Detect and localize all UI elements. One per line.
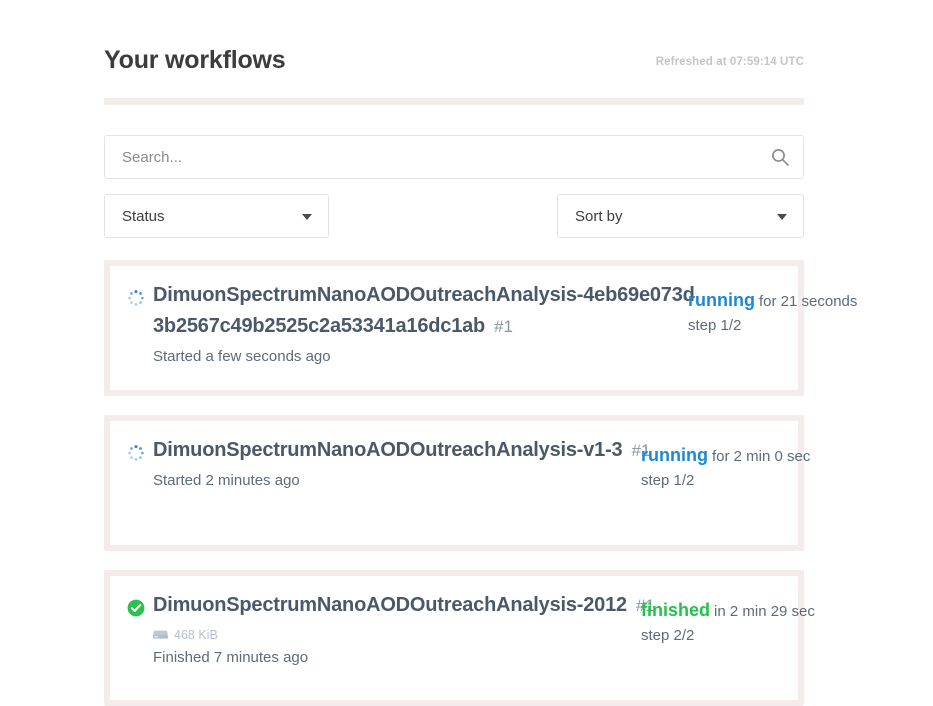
- workflow-name[interactable]: DimuonSpectrumNanoAODOutreachAnalysis-20…: [153, 594, 627, 616]
- sort-by-label: Sort by: [575, 208, 623, 225]
- workflow-run-number: #1: [635, 596, 655, 615]
- refreshed-timestamp: Refreshed at 07:59:14 UTC: [655, 56, 804, 68]
- search-bar: [104, 135, 804, 179]
- search-input[interactable]: [104, 135, 804, 179]
- status-duration: in 2 min 29 sec: [714, 603, 815, 620]
- sort-by-select[interactable]: Sort by: [557, 194, 804, 238]
- disk-icon: [153, 630, 168, 639]
- check-circle-icon: [127, 599, 145, 617]
- workflow-card[interactable]: DimuonSpectrumNanoAODOutreachAnalysis-v1…: [104, 415, 810, 551]
- workflow-list: DimuonSpectrumNanoAODOutreachAnalysis-4e…: [104, 260, 857, 706]
- workflow-title-line: DimuonSpectrumNanoAODOutreachAnalysis-v1…: [153, 435, 698, 466]
- status-badge: running: [688, 290, 755, 310]
- workflow-disk-usage: 468 KiB: [153, 626, 798, 643]
- status-filter-select[interactable]: Status: [104, 194, 329, 238]
- workflow-card[interactable]: DimuonSpectrumNanoAODOutreachAnalysis-20…: [104, 570, 815, 706]
- status-duration: for 2 min 0 sec: [711, 448, 811, 465]
- workflow-name[interactable]: DimuonSpectrumNanoAODOutreachAnalysis-4e…: [153, 284, 695, 337]
- workflow-timestamp: Started a few seconds ago: [153, 348, 331, 365]
- workflow-run-number: #1: [631, 441, 651, 460]
- chevron-down-icon[interactable]: [777, 214, 787, 220]
- workflow-title-line: DimuonSpectrumNanoAODOutreachAnalysis-20…: [153, 590, 698, 621]
- workflow-details: DimuonSpectrumNanoAODOutreachAnalysis-4e…: [110, 280, 798, 367]
- workflow-run-number: #1: [494, 317, 513, 336]
- status-badge: finished: [641, 600, 711, 620]
- workflow-timestamp: Started 2 minutes ago: [153, 472, 300, 489]
- status-step: step 1/2: [688, 317, 742, 334]
- workflow-details: DimuonSpectrumNanoAODOutreachAnalysis-v1…: [110, 435, 798, 491]
- workflow-title-line: DimuonSpectrumNanoAODOutreachAnalysis-4e…: [153, 280, 698, 342]
- spinner-icon: [128, 445, 144, 461]
- workflow-timestamp: Finished 7 minutes ago: [153, 649, 309, 666]
- chevron-down-icon[interactable]: [302, 214, 312, 220]
- workflow-card[interactable]: DimuonSpectrumNanoAODOutreachAnalysis-4e…: [104, 260, 857, 396]
- spinner-icon: [128, 290, 144, 306]
- page-title: Your workflows: [104, 46, 286, 74]
- workflow-details: DimuonSpectrumNanoAODOutreachAnalysis-20…: [110, 590, 798, 668]
- page-header: Your workflows Refreshed at 07:59:14 UTC: [104, 44, 804, 96]
- content-container: Your workflows Refreshed at 07:59:14 UTC…: [104, 0, 857, 706]
- search-icon[interactable]: [770, 147, 790, 167]
- status-filter-label: Status: [122, 208, 165, 225]
- status-duration: for 21 seconds: [758, 293, 858, 310]
- workflow-name[interactable]: DimuonSpectrumNanoAODOutreachAnalysis-v1…: [153, 439, 623, 461]
- status-step: step 1/2: [641, 472, 695, 489]
- status-step: step 2/2: [641, 627, 695, 644]
- status-badge: running: [641, 445, 708, 465]
- header-divider: [104, 98, 804, 105]
- filter-row: Status Sort by: [104, 194, 804, 238]
- workflow-disk-size: 468 KiB: [174, 627, 218, 642]
